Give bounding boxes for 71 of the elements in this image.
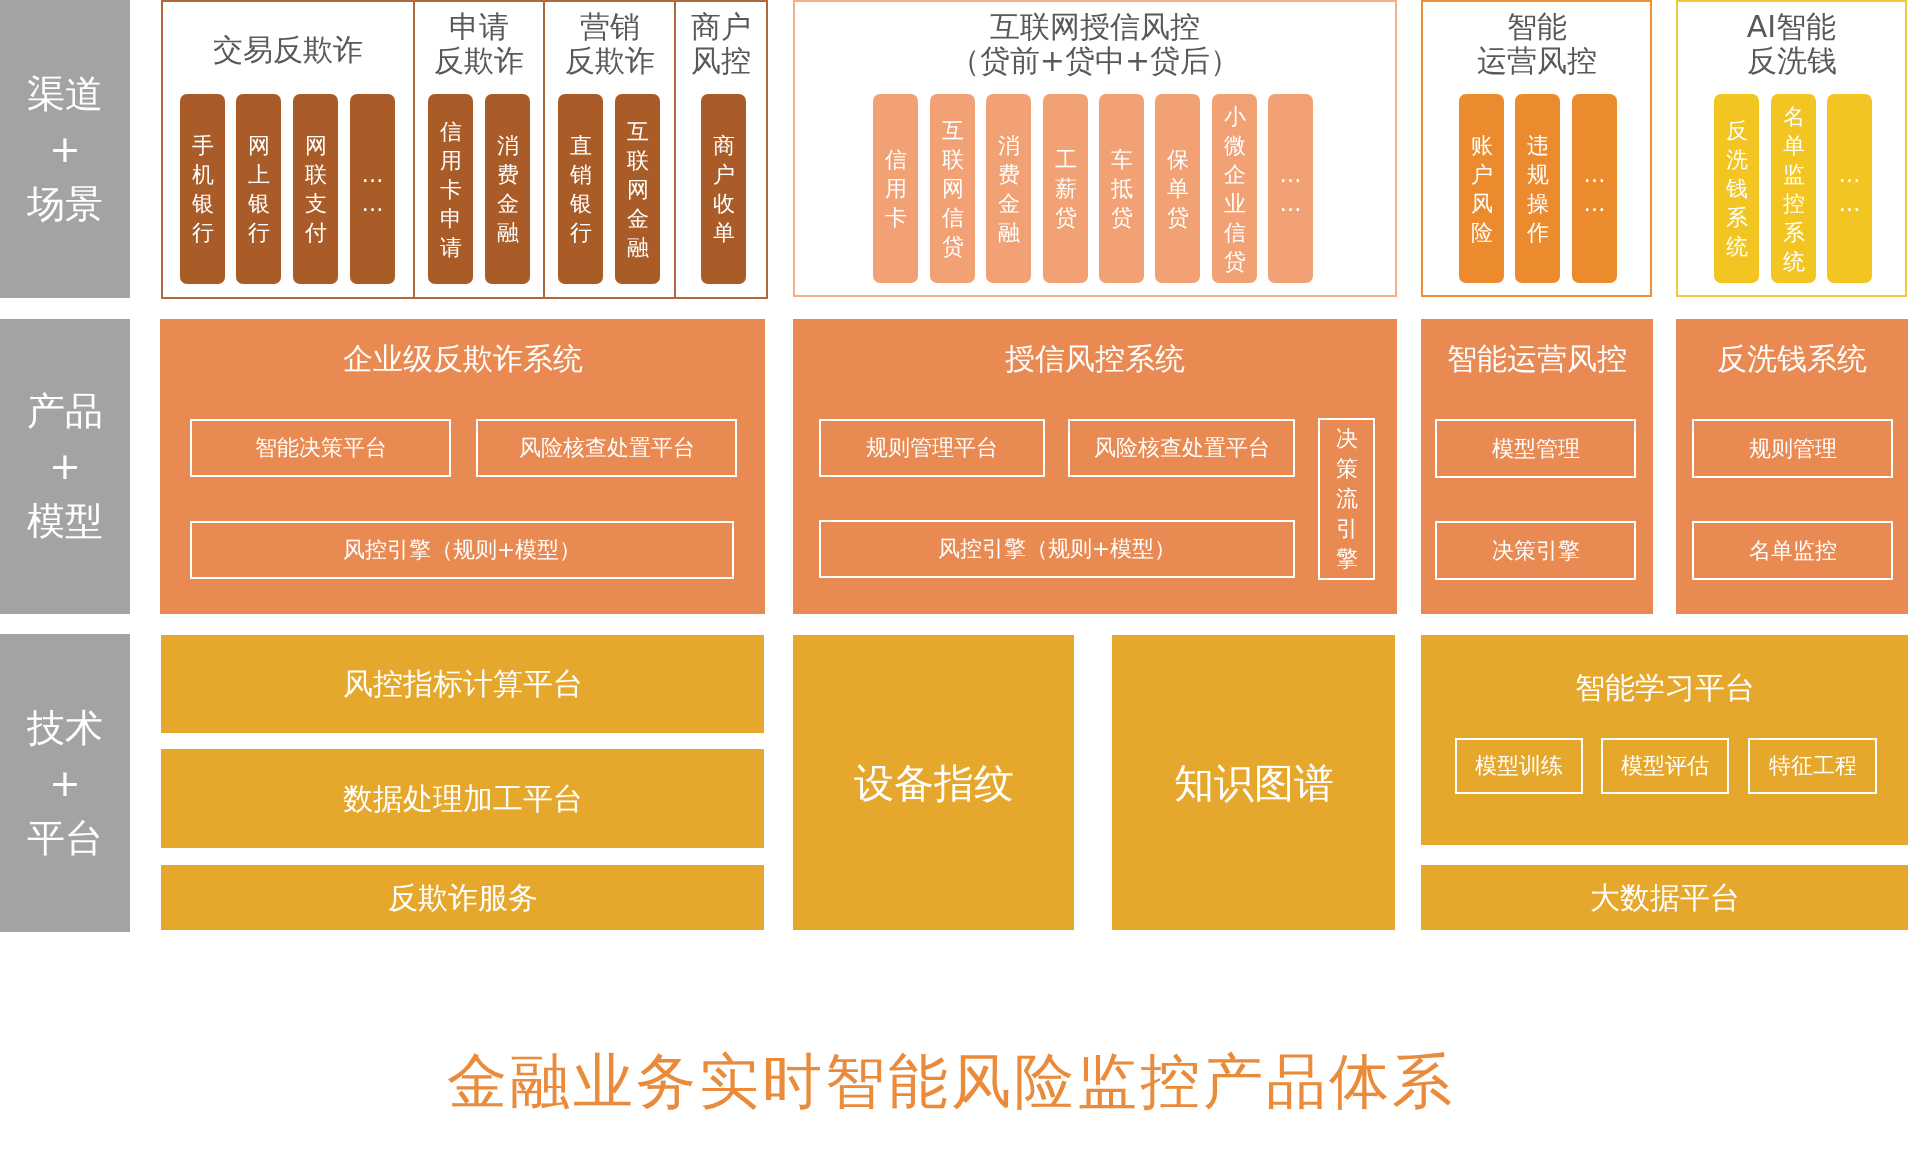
- diagram-title: 金融业务实时智能风险监控产品体系: [447, 1045, 1455, 1117]
- platform-block: 设备指纹: [793, 635, 1074, 930]
- module-box: 规则管理: [1692, 419, 1893, 478]
- module-box: 决策流引擎: [1318, 418, 1375, 580]
- module-box: 风控引擎（规则+模型）: [819, 520, 1295, 578]
- scenario-tag: 信用卡申请: [428, 94, 473, 284]
- scenario-tag: ……: [1572, 94, 1617, 283]
- category-band: 技术 + 平台: [0, 634, 130, 932]
- outlined-panel: [674, 0, 768, 299]
- platform-block: 风控指标计算平台: [161, 635, 764, 733]
- scenario-tag: 小微企业信贷: [1212, 94, 1257, 283]
- scenario-tag: ……: [1827, 94, 1872, 283]
- scenario-tag: 商户收单: [701, 94, 746, 284]
- product-panel: [160, 319, 765, 614]
- scenario-tag: 账户风险: [1459, 94, 1504, 283]
- scenario-tag: 互联网金融: [615, 94, 660, 284]
- scenario-tag: 网上银行: [236, 94, 281, 284]
- panel-title: 营销反欺诈: [563, 10, 656, 78]
- module-box: 模型管理: [1435, 419, 1636, 478]
- panel-title: 智能运营风控: [1446, 341, 1628, 377]
- module-box: 特征工程: [1748, 738, 1877, 794]
- scenario-tag: 车抵贷: [1099, 94, 1144, 283]
- scenario-tag: 消费金融: [485, 94, 530, 284]
- outlined-panel: [413, 0, 545, 299]
- outlined-panel: [1421, 0, 1652, 297]
- panel-title: 申请反欺诈: [433, 10, 525, 78]
- module-box: 智能决策平台: [190, 419, 451, 477]
- module-box: 风险核查处置平台: [1068, 419, 1295, 477]
- panel-title: 企业级反欺诈系统: [341, 341, 584, 377]
- platform-block: [1421, 635, 1908, 845]
- outlined-panel: [793, 0, 1397, 297]
- scenario-tag: 反洗钱系统: [1714, 94, 1759, 283]
- module-box: 名单监控: [1692, 521, 1893, 580]
- scenario-tag: 工薪贷: [1043, 94, 1088, 283]
- scenario-tag: 消费金融: [986, 94, 1031, 283]
- outlined-panel: [1676, 0, 1907, 297]
- module-box: 风控引擎（规则+模型）: [190, 521, 734, 579]
- scenario-tag: 手机银行: [180, 94, 225, 284]
- scenario-tag: 名单监控系统: [1771, 94, 1816, 283]
- outlined-panel: [161, 0, 415, 299]
- module-box: 模型评估: [1601, 738, 1729, 794]
- panel-title: 互联网授信风控（贷前+贷中+贷后）: [948, 10, 1242, 78]
- panel-title: 商户风控: [690, 10, 752, 78]
- scenario-tag: 直销银行: [558, 94, 603, 284]
- scenario-tag: ……: [350, 94, 395, 284]
- product-panel: [1421, 319, 1653, 614]
- outlined-panel: [543, 0, 676, 299]
- scenario-tag: 保单贷: [1155, 94, 1200, 283]
- scenario-tag: ……: [1268, 94, 1313, 283]
- scenario-tag: 违规操作: [1515, 94, 1560, 283]
- module-box: 规则管理平台: [819, 419, 1045, 477]
- scenario-tag: 网联支付: [293, 94, 338, 284]
- platform-block: 知识图谱: [1112, 635, 1395, 930]
- panel-title: 交易反欺诈: [212, 33, 364, 67]
- product-panel: [793, 319, 1397, 614]
- module-box: 决策引擎: [1435, 521, 1636, 580]
- platform-block: 反欺诈服务: [161, 865, 764, 930]
- panel-title: 智能运营风控: [1475, 10, 1598, 78]
- platform-block: 大数据平台: [1421, 865, 1908, 930]
- scenario-tag: 互联网信贷: [930, 94, 975, 283]
- panel-title: 授信风控系统: [1004, 341, 1186, 377]
- module-box: 风险核查处置平台: [476, 419, 737, 477]
- scenario-tag: 信用卡: [873, 94, 918, 283]
- platform-block: 数据处理加工平台: [161, 749, 764, 848]
- module-box: 模型训练: [1455, 738, 1583, 794]
- category-band: 产品 + 模型: [0, 319, 130, 614]
- category-band: 渠道 + 场景: [0, 0, 130, 298]
- product-panel: [1676, 319, 1908, 614]
- panel-title: 反洗钱系统: [1716, 341, 1868, 377]
- panel-title: 智能学习平台: [1573, 670, 1756, 706]
- panel-title: AI智能反洗钱: [1745, 10, 1838, 78]
